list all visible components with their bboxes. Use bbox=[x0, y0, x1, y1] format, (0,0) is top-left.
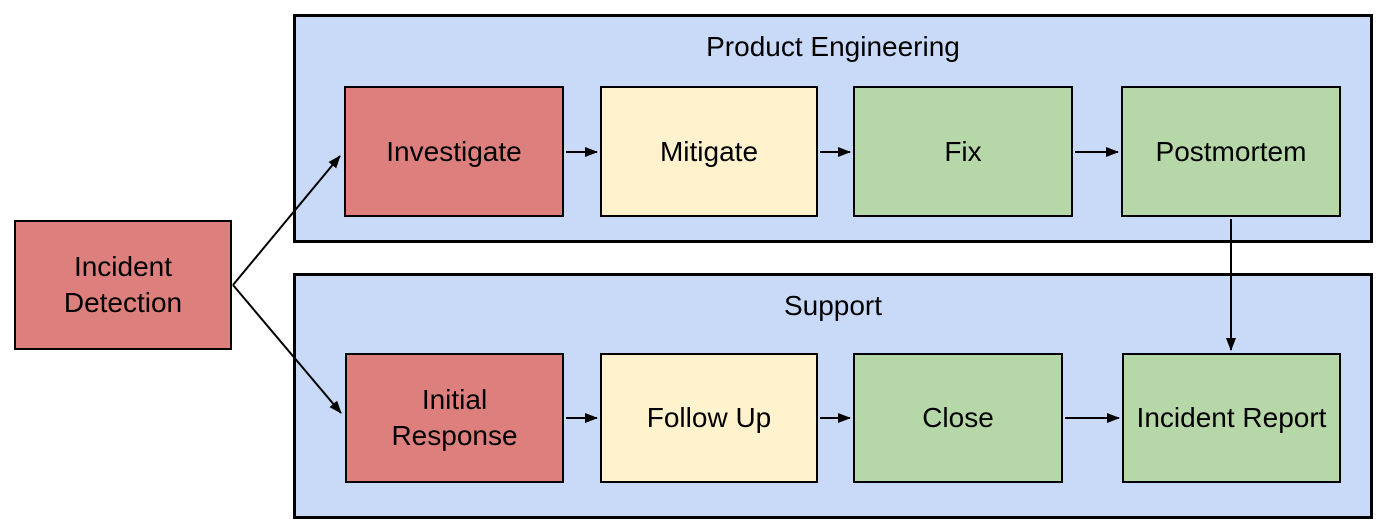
node-label: Incident Detection bbox=[63, 251, 183, 318]
node-label: Incident Report bbox=[1136, 402, 1327, 433]
lane-title-product-engineering: Product Engineering bbox=[706, 31, 960, 62]
node-initial-response: Initial Response bbox=[345, 353, 564, 483]
node-investigate: Investigate bbox=[344, 86, 564, 217]
node-label: Follow Up bbox=[646, 402, 772, 433]
node-postmortem: Postmortem bbox=[1121, 86, 1341, 217]
node-label: Initial Response bbox=[391, 384, 518, 451]
node-label: Mitigate bbox=[659, 135, 759, 167]
node-follow-up: Follow Up bbox=[600, 353, 818, 483]
node-label: Fix bbox=[944, 135, 982, 167]
node-label: Investigate bbox=[386, 135, 522, 167]
node-close: Close bbox=[853, 353, 1063, 483]
node-mitigate: Mitigate bbox=[600, 86, 818, 217]
node-label: Close bbox=[922, 402, 994, 433]
lane-title-support: Support bbox=[783, 290, 883, 321]
node-incident-report: Incident Report bbox=[1122, 353, 1341, 483]
node-fix: Fix bbox=[853, 86, 1073, 217]
node-incident-detection: Incident Detection bbox=[14, 220, 232, 350]
node-label: Postmortem bbox=[1155, 135, 1307, 167]
